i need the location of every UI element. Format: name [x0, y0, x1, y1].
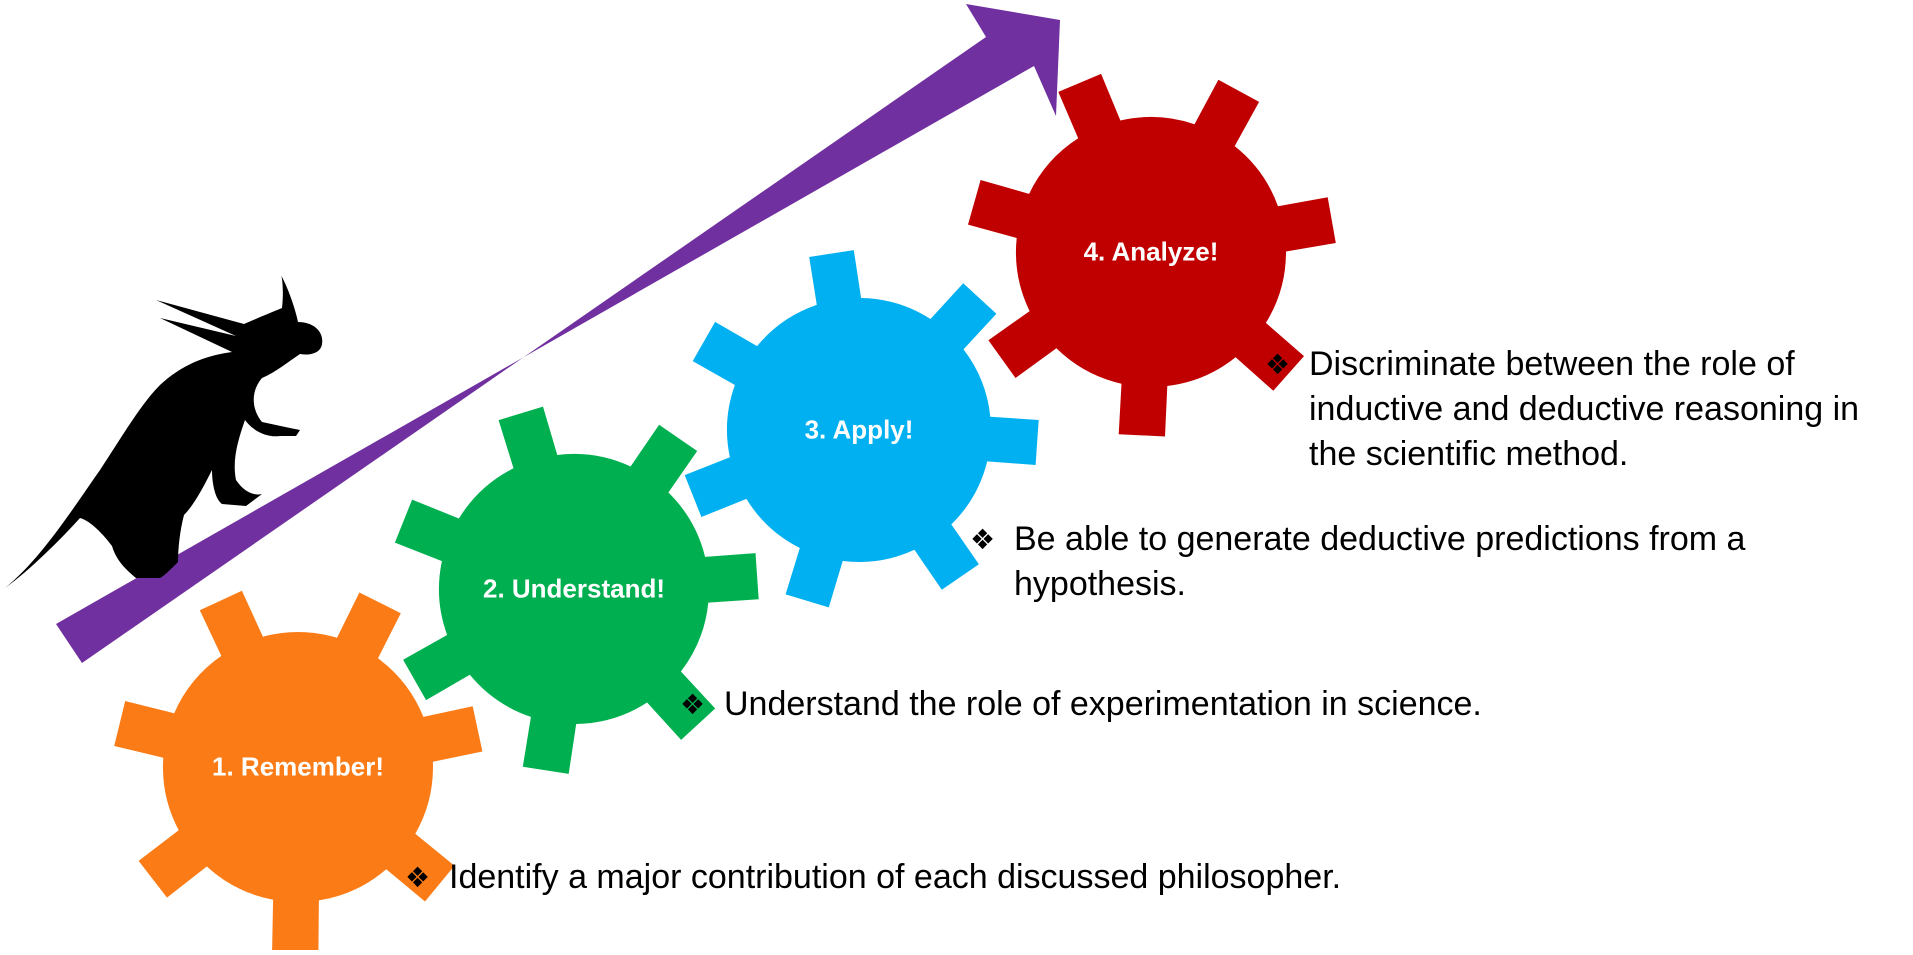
four-diamond-bullet-icon: ❖ — [405, 861, 431, 894]
objective-text: Discriminate between the role of inducti… — [1309, 345, 1860, 473]
gear-label-remember: 1. Remember! — [212, 751, 384, 782]
progress-arrow — [56, 4, 1060, 663]
objective-apply: ❖ Be able to generate deductive predicti… — [970, 517, 1870, 607]
gear-label-analyze: 4. Analyze! — [1083, 236, 1219, 267]
gear-apply — [684, 250, 1039, 608]
gear-label-apply: 3. Apply! — [804, 414, 914, 445]
gear-analyze — [968, 73, 1336, 437]
objective-understand: ❖ Understand the role of experimentation… — [680, 682, 1780, 727]
objective-text: Understand the role of experimentation i… — [724, 685, 1482, 723]
gear-label-understand: 2. Understand! — [482, 573, 666, 604]
four-diamond-bullet-icon: ❖ — [1265, 348, 1291, 381]
gear-understand — [394, 406, 759, 774]
four-diamond-bullet-icon: ❖ — [680, 688, 706, 721]
objective-remember: ❖ Identify a major contribution of each … — [405, 855, 1505, 900]
gear-remember — [114, 590, 483, 951]
objective-text: Identify a major contribution of each di… — [449, 858, 1342, 896]
four-diamond-bullet-icon: ❖ — [970, 523, 996, 556]
dinosaur-silhouette-icon — [5, 275, 323, 588]
objective-analyze: ❖ Discriminate between the role of induc… — [1265, 342, 1913, 477]
objective-text: Be able to generate deductive prediction… — [1014, 520, 1746, 603]
